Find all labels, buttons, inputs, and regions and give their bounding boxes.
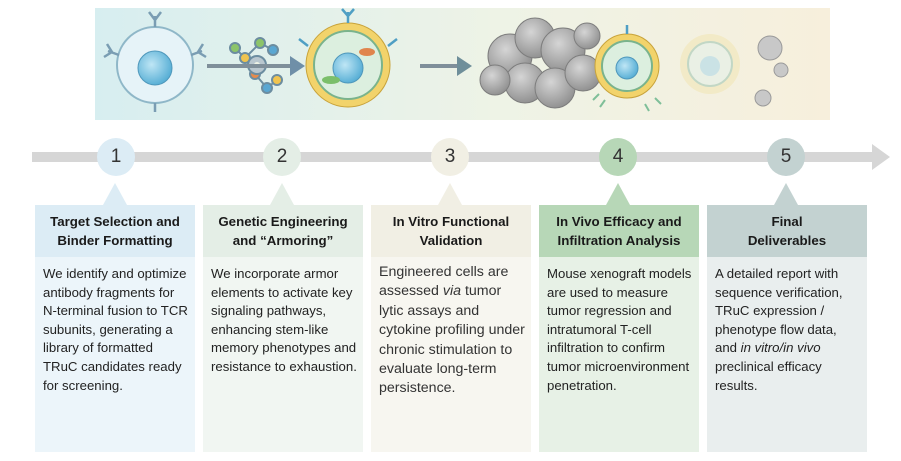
- step-2-pointer: [270, 183, 294, 205]
- step-1-description: We identify and optimize antibody fragme…: [35, 257, 195, 452]
- step-4-description: Mouse xenograft models are used to measu…: [539, 257, 699, 452]
- step-5-number: 5: [767, 138, 805, 176]
- step-4-card: In Vivo Efficacy and Infiltration Analys…: [539, 205, 699, 452]
- step-1-card: Target Selection and Binder Formatting W…: [35, 205, 195, 452]
- step-2-card: Genetic Engineering and “Armoring” We in…: [203, 205, 363, 452]
- dead-cell-debris-icon: [754, 35, 789, 107]
- arrow-right-icon: [207, 56, 305, 76]
- step-4-title: In Vivo Efficacy and Infiltration Analys…: [539, 205, 699, 257]
- step-1-title: Target Selection and Binder Formatting: [35, 205, 195, 257]
- tumor-cluster-icon: [479, 17, 602, 109]
- faded-t-cell-icon: [680, 34, 740, 94]
- step-2-description: We incorporate armor elements to activat…: [203, 257, 363, 452]
- step-5-description: A detailed report with sequence verifica…: [707, 257, 867, 452]
- attacking-t-cell-icon: [592, 25, 662, 112]
- process-illustration: [95, 8, 830, 120]
- step-5-card: Final Deliverables A detailed report wit…: [707, 205, 867, 452]
- step-1-pointer: [103, 183, 127, 205]
- step-5-title: Final Deliverables: [707, 205, 867, 257]
- step-3-pointer: [438, 183, 462, 205]
- step-3-title: In Vitro Functional Validation: [371, 205, 531, 257]
- arrow-right-icon: [420, 56, 472, 76]
- step-5-pointer: [774, 183, 798, 205]
- step-3-description: Engineered cells are assessed via tumor …: [371, 257, 531, 452]
- step-3-number: 3: [431, 138, 469, 176]
- t-cell-icon: [103, 11, 207, 112]
- step-2-title: Genetic Engineering and “Armoring”: [203, 205, 363, 257]
- step-4-number: 4: [599, 138, 637, 176]
- step-1-number: 1: [97, 138, 135, 176]
- step-4-pointer: [606, 183, 630, 205]
- step-2-number: 2: [263, 138, 301, 176]
- armored-t-cell-icon: [298, 8, 398, 108]
- step-3-card: In Vitro Functional Validation Engineere…: [371, 205, 531, 452]
